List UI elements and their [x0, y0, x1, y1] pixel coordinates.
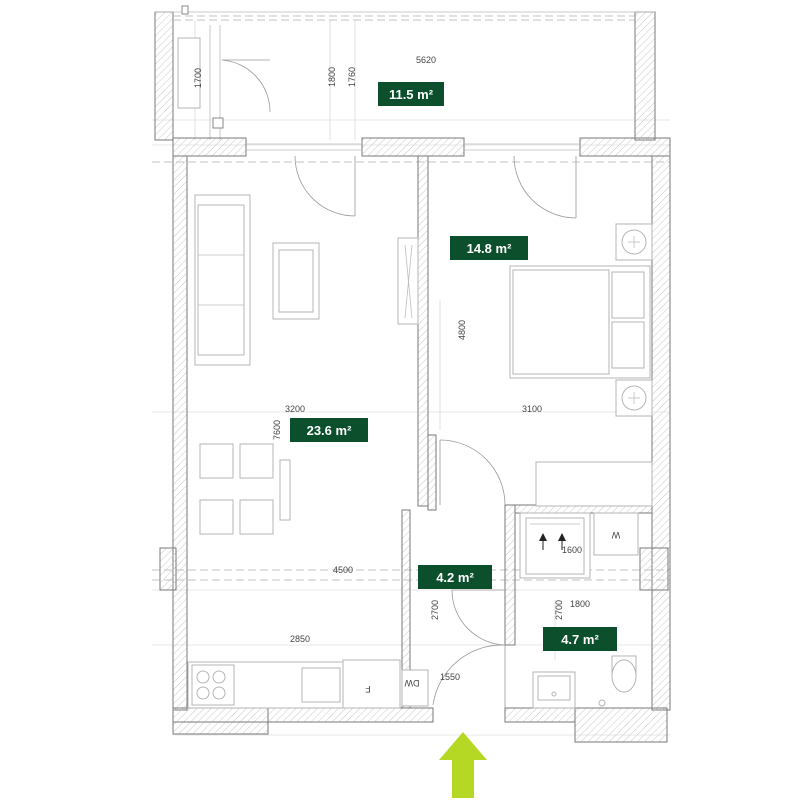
- area-badge-text: 11.5 m²: [389, 87, 434, 102]
- fridge-label: F: [365, 684, 371, 694]
- bedroom-width-label: 3100: [522, 404, 542, 414]
- bathroom-depth-label: 2700: [554, 600, 564, 620]
- dining-chair: [239, 499, 274, 535]
- hall-depth-label: 2700: [430, 600, 440, 620]
- bathroom-depth-label: 1600: [562, 545, 582, 555]
- bedroom-depth-label: 4800: [457, 320, 467, 340]
- balcony-depth-label: 1800: [327, 67, 337, 87]
- outer-walls: [159, 137, 671, 743]
- dishwasher: [401, 669, 429, 707]
- balcony: [154, 5, 656, 141]
- bedroom-furniture: [509, 223, 653, 507]
- bathroom-width-label: 1800: [570, 599, 590, 609]
- bathroom-furniture: W: [519, 512, 639, 709]
- tv-unit: [397, 237, 419, 325]
- dining-chair: [239, 443, 274, 479]
- doors: [294, 155, 577, 708]
- dining-chair: [199, 443, 234, 479]
- area-badge-hall: 4.2 m²: [418, 565, 492, 589]
- wardrobe: [535, 461, 653, 507]
- area-badge-bathroom: 4.7 m²: [543, 627, 617, 651]
- area-badge-balcony: 11.5 m²: [378, 82, 444, 106]
- dimension-labels: 5620 1800 1760 1700 4800 3200 3100 7600 …: [193, 55, 590, 682]
- area-badge-text: 14.8 m²: [467, 241, 512, 256]
- balcony-width-label: 5620: [416, 55, 436, 65]
- fridge: [342, 659, 401, 709]
- balcony-depth-label: 1760: [347, 67, 357, 87]
- area-badge-bedroom: 14.8 m²: [450, 236, 528, 260]
- living-total-width-label: 4500: [333, 565, 353, 575]
- living-furniture: [194, 194, 419, 535]
- dishwasher-label: DW: [404, 678, 419, 688]
- sink: [301, 667, 341, 703]
- washer: [593, 512, 639, 556]
- living-width-label: 3200: [285, 404, 305, 414]
- entrance-arrow-icon: [439, 732, 487, 798]
- hob: [191, 664, 235, 706]
- kitchen-width-label: 2850: [290, 634, 310, 644]
- balcony-depth-label: 1700: [193, 68, 203, 88]
- axis-lines: [152, 161, 670, 581]
- living-depth-label: 7600: [272, 420, 282, 440]
- hall-width-label: 1550: [440, 672, 460, 682]
- area-badge-living: 23.6 m²: [290, 418, 368, 442]
- kitchen: F DW: [187, 659, 429, 709]
- area-badge-text: 23.6 m²: [307, 423, 352, 438]
- washer-label: W: [611, 530, 620, 540]
- area-badge-text: 4.2 m²: [436, 570, 474, 585]
- area-badge-text: 4.7 m²: [561, 632, 599, 647]
- dining-chair: [199, 499, 234, 535]
